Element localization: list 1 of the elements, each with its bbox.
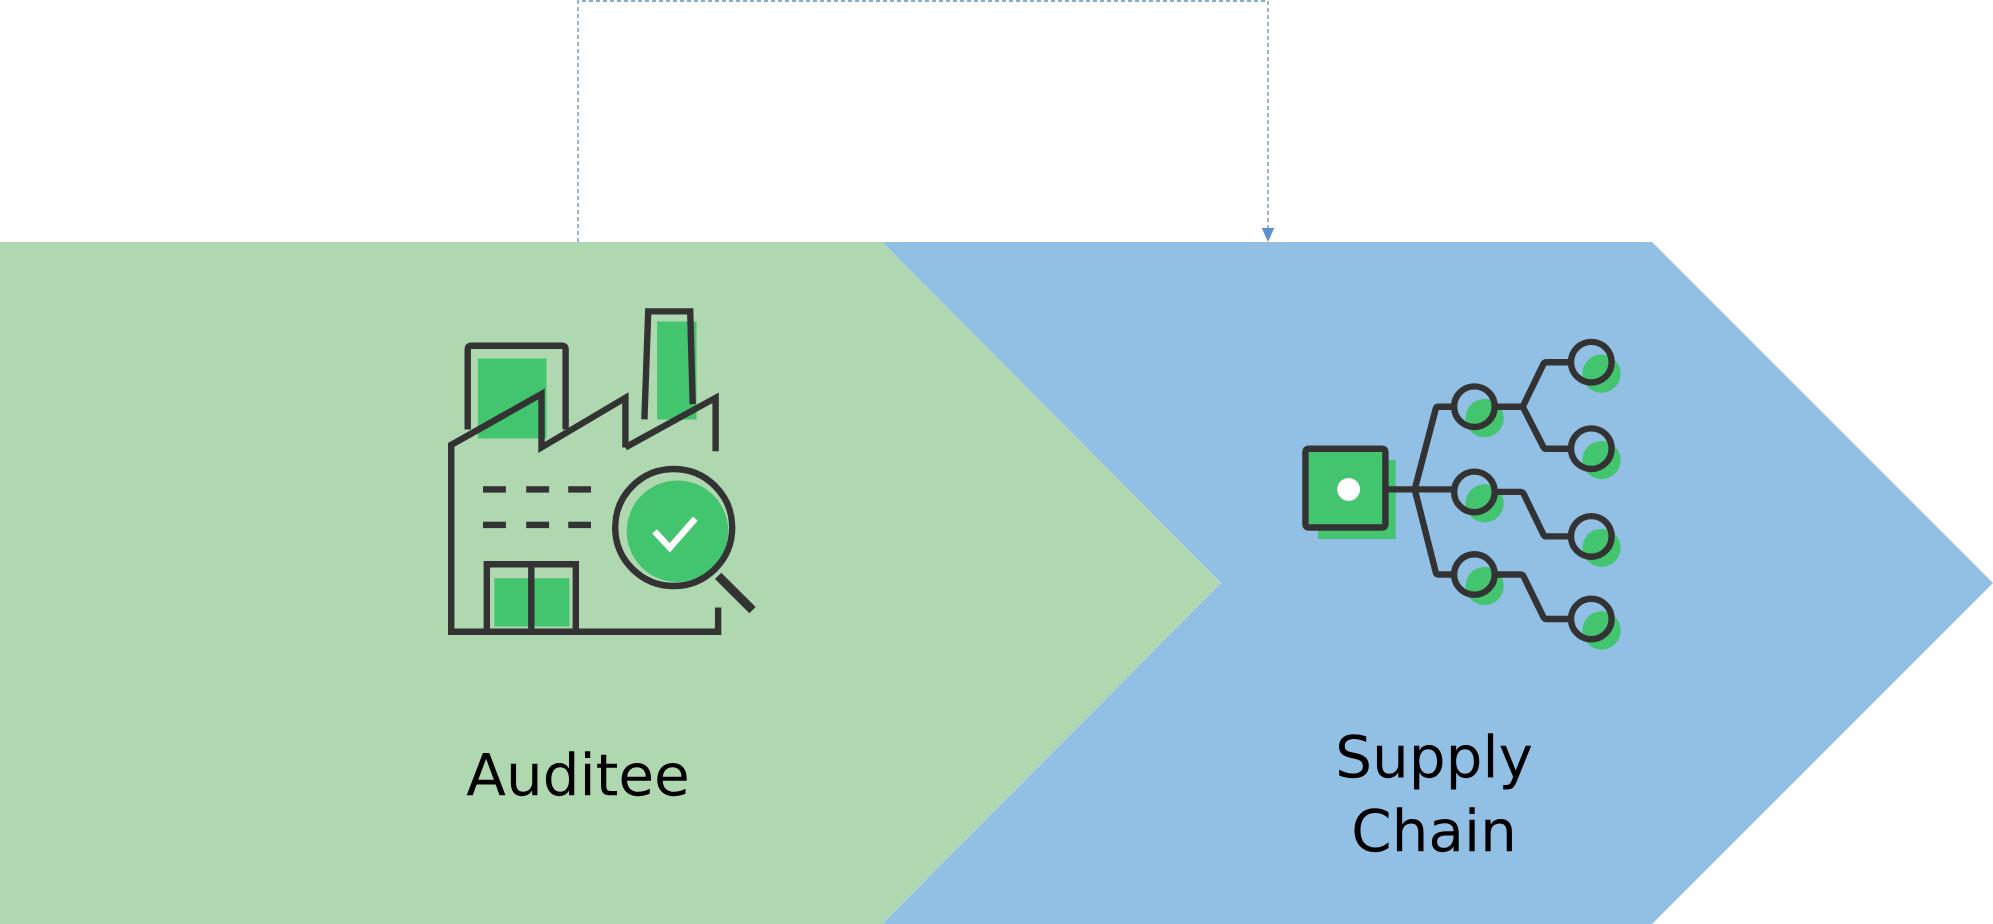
dashed-arrow bbox=[577, 0, 1275, 243]
